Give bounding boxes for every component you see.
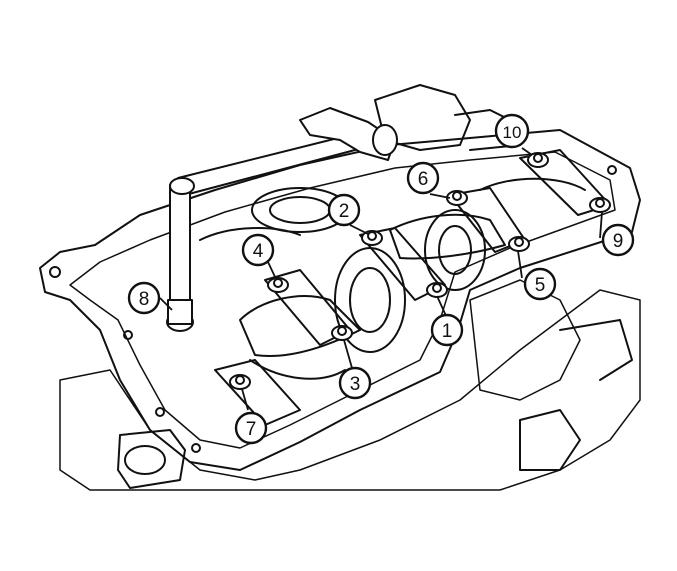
journal-rear <box>424 209 486 291</box>
wrench-handle <box>177 134 356 196</box>
callout-label: 7 <box>246 419 257 440</box>
bolt-7 <box>229 374 251 390</box>
bolt-3 <box>331 325 353 341</box>
callout-label: 5 <box>535 275 546 296</box>
torque-wrench <box>166 107 398 332</box>
callout-label: 4 <box>253 241 264 262</box>
callout-label: 3 <box>350 374 361 395</box>
callout-4: 4 <box>241 233 275 267</box>
callout-7: 7 <box>234 411 268 445</box>
bolt-6 <box>446 190 468 206</box>
callout-label: 10 <box>503 123 522 142</box>
bolts <box>229 152 611 390</box>
bolt-4 <box>267 277 289 293</box>
callout-5: 5 <box>523 267 557 301</box>
flange-inner-edge <box>69 151 616 449</box>
wrench-head <box>299 107 396 161</box>
callout-label: 2 <box>339 201 350 222</box>
callout-9: 9 <box>601 223 635 257</box>
bearing-cap-e <box>214 359 301 426</box>
callouts: 1 2 3 4 5 6 7 8 <box>127 113 635 445</box>
callout-1: 1 <box>430 313 464 347</box>
bolt-1 <box>426 282 448 298</box>
callout-3: 3 <box>338 366 372 400</box>
callout-label: 1 <box>442 321 453 342</box>
callout-6: 6 <box>406 161 440 195</box>
callout-label: 8 <box>139 289 150 310</box>
callout-8: 8 <box>127 281 161 315</box>
crankcase-flange <box>39 129 641 471</box>
bolt-10 <box>527 152 549 168</box>
callout-label: 9 <box>613 231 624 252</box>
lower-block <box>59 289 641 491</box>
callout-10: 10 <box>494 113 530 149</box>
leader-lines <box>159 147 603 411</box>
callout-2: 2 <box>327 193 361 227</box>
bolt-9 <box>589 197 611 213</box>
bolt-5 <box>508 236 530 252</box>
callout-label: 6 <box>418 169 429 190</box>
